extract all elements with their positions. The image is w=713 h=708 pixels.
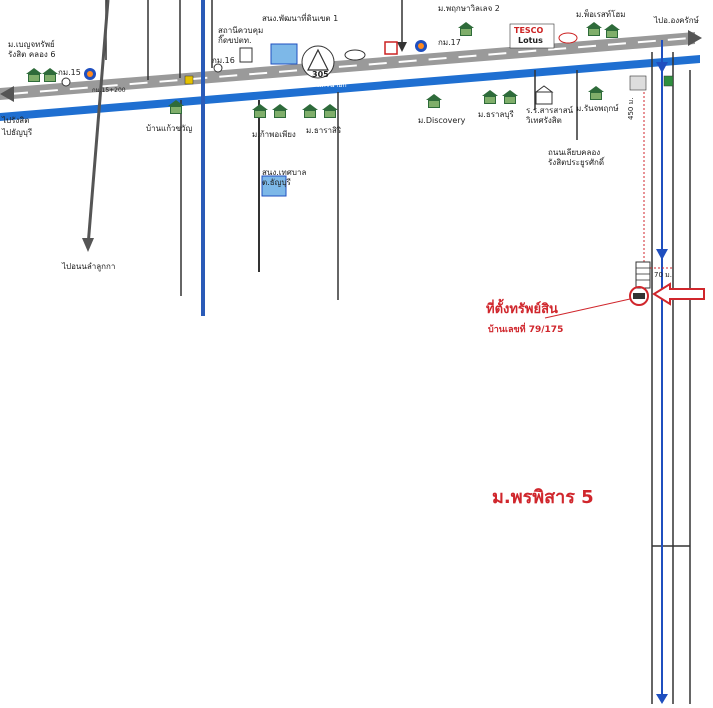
label-baan-kaew: บ้านแก้วขวัญ <box>146 124 193 133</box>
government-building-icon <box>261 175 287 197</box>
village-icon <box>166 100 186 114</box>
label-canal-road: ถนนเลียบคลอง รังสิตประยูรศักดิ์ <box>548 148 605 167</box>
village-icon <box>584 22 604 36</box>
label-police: สถานีควบคุม กิ๊ดขปตท. <box>218 26 264 45</box>
village-icon <box>320 104 340 118</box>
label-to-lamlukka: ไปอนนลำลูกกา <box>62 262 116 271</box>
highway-dashes <box>9 37 691 95</box>
sign-icon <box>184 75 194 85</box>
building-icon <box>629 75 647 91</box>
village-icon <box>250 104 270 118</box>
tower-icon <box>239 47 253 63</box>
dome-icon <box>61 77 71 87</box>
dome-icon <box>213 63 223 73</box>
school-icon <box>535 91 553 105</box>
label-distance-450: 450 ม. <box>627 97 635 120</box>
label-municipal: สนง.เทศบาล ต.ธัญบุรี <box>262 168 307 187</box>
property-block <box>635 261 651 289</box>
label-to-ongkharak: ไปอ.องครักษ์ <box>654 16 699 25</box>
marker-pointer-line <box>544 298 631 319</box>
village-icon <box>500 90 520 104</box>
label-km15-200: กม.15+200 <box>92 87 126 94</box>
label-discovery: ม.Discovery <box>418 116 466 125</box>
village-icon <box>586 86 606 100</box>
label-distance-70: 70 ม. <box>654 271 672 279</box>
label-highway: ถนนรังสิต-นครนายก <box>284 81 347 89</box>
arrow-left-icon <box>0 86 14 102</box>
village-name: ม.พรพิสาร 5 <box>492 487 594 508</box>
village-icon <box>456 22 476 36</box>
arrow-right-icon <box>688 30 702 46</box>
logo-icon <box>384 41 398 55</box>
label-porch: ม.พ็อเรสท์โฮม <box>576 10 626 19</box>
label-kaset: ม.ก้าพอเพียง <box>252 130 296 139</box>
village-icon <box>270 104 290 118</box>
store-icon <box>663 75 674 87</box>
village-icon <box>40 68 60 82</box>
label-pruksa: ม.พฤกษาวิลเลจ 2 <box>438 4 500 13</box>
label-to-rangsit: ไปรังสิต <box>2 116 30 125</box>
property-title: ที่ตั้งทรัพย์สิน <box>486 302 558 317</box>
label-tara: ม.ธาราสิริ <box>306 126 342 135</box>
property-address: บ้านเลขที่ 79/175 <box>488 325 564 335</box>
tesco-logo <box>509 23 555 49</box>
label-tesco: TESCO <box>514 26 544 35</box>
village-icon <box>300 104 320 118</box>
arrow-down-icon <box>82 238 94 252</box>
road-lamlukka <box>86 0 110 247</box>
route-arrow-icon <box>656 694 668 704</box>
label-lotus: Lotus <box>518 36 543 45</box>
label-school: ร.ร.สารสาสน์ วิเทศรังสิต <box>526 106 574 125</box>
toyota-icon <box>558 32 578 44</box>
label-to-thanyaburi: ไปธัญบุรี <box>2 128 33 137</box>
village-icon <box>480 90 500 104</box>
label-benjasap: ม.เบญจทรัพย์ รังสิต คลอง 6 <box>8 40 56 59</box>
label-thara-buri: ม.ธราลบุรี <box>478 110 514 119</box>
label-km17: กม.17 <box>438 38 461 47</box>
arrow-down-icon <box>397 42 407 52</box>
village-icon <box>602 24 622 38</box>
route-arrow-icon <box>656 62 668 73</box>
village-icon <box>24 68 44 82</box>
label-km16: กม.16 <box>212 56 235 65</box>
nissan-icon <box>344 49 366 61</box>
label-km15: กม.15 <box>58 68 81 77</box>
property-marker <box>629 286 649 306</box>
label-rungruk: ม.รันจพฤกษ์ <box>576 104 619 113</box>
village-icon <box>424 94 444 108</box>
government-building-icon <box>270 43 298 65</box>
label-phatthana: สนง.พัฒนาที่ดินเขต 1 <box>262 14 339 23</box>
route-arrow-icon <box>656 249 668 260</box>
label-road-code: 305 <box>312 70 329 79</box>
property-arrow-icon <box>652 282 705 306</box>
